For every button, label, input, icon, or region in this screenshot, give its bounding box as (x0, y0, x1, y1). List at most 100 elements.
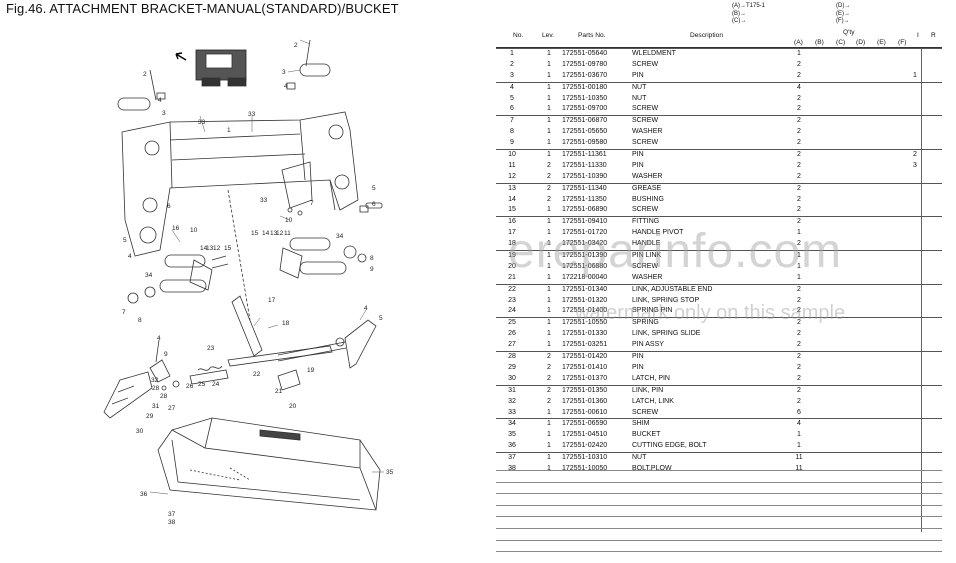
part-level: 1 (547, 262, 551, 270)
svg-text:35: 35 (386, 469, 394, 476)
parts-table-empty-rows (496, 470, 942, 563)
svg-text:14: 14 (200, 245, 208, 252)
svg-text:15: 15 (251, 230, 259, 237)
part-number: 172551-02420 (562, 442, 608, 450)
part-number-index: 15 (508, 206, 516, 214)
part-number: 172551-00180 (562, 83, 608, 91)
part-level: 2 (547, 195, 551, 203)
part-description: HANDLE (632, 240, 661, 248)
part-level: 1 (547, 442, 551, 450)
svg-text:28: 28 (152, 385, 160, 392)
part-number: 172551-01370 (562, 374, 608, 382)
svg-text:11: 11 (284, 230, 291, 237)
part-number: 172551-01420 (562, 353, 608, 361)
qty-a: 2 (797, 307, 801, 315)
part-level: 1 (547, 285, 551, 293)
part-number: 172551-06890 (562, 206, 608, 214)
qty-a: 2 (797, 386, 801, 394)
part-level: 1 (547, 83, 551, 91)
part-description: SCREW (632, 117, 659, 125)
part-number-index: 37 (508, 454, 516, 462)
header-col-d: (D) (856, 39, 866, 46)
qty-a: 2 (797, 172, 801, 180)
part-description: NUT (632, 454, 647, 462)
part-description: PIN LINK (632, 252, 662, 260)
svg-text:28: 28 (160, 393, 168, 400)
part-number-index: 35 (508, 431, 516, 439)
part-description: PIN (632, 151, 644, 159)
svg-text:8: 8 (138, 317, 142, 324)
part-number: 172551-05650 (562, 128, 608, 136)
qty-a: 2 (797, 240, 801, 248)
part-number-index: 34 (508, 420, 516, 428)
part-number-index: 31 (508, 386, 516, 394)
part-description: LINK, PIN (632, 386, 664, 394)
part-description: BUCKET (632, 431, 661, 439)
svg-text:10: 10 (285, 217, 293, 224)
part-description: BOLT,PLOW (632, 464, 672, 472)
part-level: 1 (547, 50, 551, 57)
part-number-index: 13 (508, 184, 516, 192)
part-number-index: 24 (508, 307, 516, 315)
header-col-a: (A) (794, 39, 803, 46)
part-description: LINK, ADJUSTABLE END (632, 285, 713, 293)
svg-text:2: 2 (143, 71, 147, 78)
watermark-note: watermark only on this sample (575, 302, 846, 324)
svg-text:33: 33 (260, 197, 268, 204)
qty-a: 2 (797, 218, 801, 226)
part-description: LATCH, PIN (632, 374, 670, 382)
svg-text:13: 13 (206, 245, 214, 252)
part-number-index: 25 (508, 319, 516, 327)
part-description: WASHER (632, 273, 663, 281)
part-number: 172551-09410 (562, 218, 608, 226)
qty-a: 2 (797, 117, 801, 125)
svg-text:3: 3 (282, 69, 286, 76)
part-number-index: 3 (510, 71, 514, 79)
svg-text:27: 27 (168, 405, 176, 412)
header-no: No. (513, 32, 524, 39)
part-number-index: 6 (510, 105, 514, 113)
part-number-index: 30 (508, 374, 516, 382)
qty-a: 11 (795, 464, 803, 472)
header-parts-no: Parts No. (578, 32, 606, 39)
header-col-c: (C) (836, 39, 846, 46)
part-level: 1 (547, 420, 551, 428)
part-level: 1 (547, 341, 551, 349)
part-level: 1 (547, 431, 551, 439)
part-level: 1 (547, 206, 551, 214)
part-description: WASHER (632, 172, 663, 180)
part-description: WASHER (632, 128, 663, 136)
part-number: 172551-01400 (562, 307, 608, 315)
header-col-f: (F) (898, 39, 907, 46)
svg-text:21: 21 (275, 388, 283, 395)
svg-text:5: 5 (123, 237, 127, 244)
header-col-b: (B) (815, 39, 824, 46)
svg-text:37: 37 (168, 511, 176, 518)
qty-a: 2 (797, 60, 801, 68)
part-number: 172551-01340 (562, 285, 608, 293)
part-level: 1 (547, 117, 551, 125)
part-number-index: 21 (508, 273, 516, 281)
qty-a: 1 (797, 229, 801, 237)
header-col-r: R (931, 32, 936, 39)
part-number: 172551-10310 (562, 454, 608, 462)
svg-text:17: 17 (268, 297, 276, 304)
part-description: PIN (632, 71, 644, 79)
qty-i: 2 (913, 151, 917, 159)
part-description: PIN (632, 363, 644, 371)
header-col-i: I (917, 32, 919, 39)
machine-thumbnail-icon (175, 49, 247, 87)
part-number-index: 8 (510, 128, 514, 136)
qty-a: 1 (797, 273, 801, 281)
